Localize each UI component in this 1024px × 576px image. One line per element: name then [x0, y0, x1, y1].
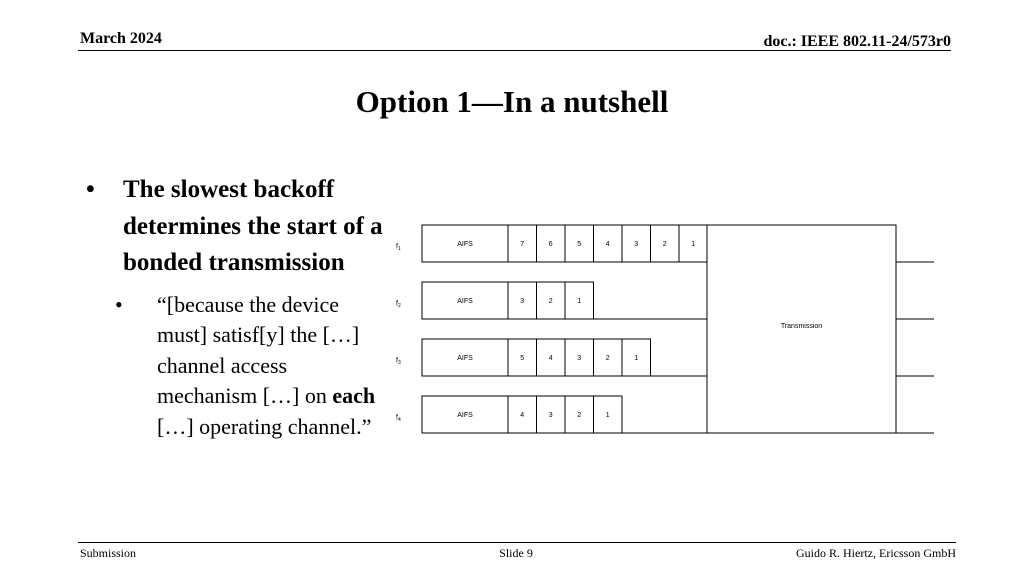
backoff-slot-number: 2 [577, 412, 581, 419]
backoff-slot-number: 2 [606, 355, 610, 362]
backoff-slot-number: 6 [549, 241, 553, 248]
quote-text-before: “[because the device must] satisf[y] the… [157, 291, 360, 409]
bullet-quote: • “[because the device must] satisf[y] t… [80, 290, 390, 443]
channel-label: f3 [396, 358, 401, 367]
backoff-slot [507, 338, 537, 377]
header-doc-id: doc.: IEEE 802.11-24/573r0 [763, 33, 951, 50]
bullet-main-text: The slowest backoff determines the start… [123, 176, 383, 276]
transmission-box [706, 224, 897, 434]
aifs-box [421, 281, 509, 320]
footer-rule [78, 542, 956, 543]
backoff-slot [507, 224, 537, 263]
backoff-slot-number: 3 [549, 412, 553, 419]
backoff-slot-number: 1 [577, 298, 581, 305]
backoff-slot-number: 5 [520, 355, 524, 362]
backoff-slot [536, 395, 566, 434]
footer-slide-number: Slide 9 [499, 546, 533, 560]
backoff-slot [593, 338, 623, 377]
backoff-slot-number: 3 [577, 355, 581, 362]
aifs-label: AIFS [457, 412, 473, 419]
bullet-list: • The slowest backoff determines the sta… [80, 172, 390, 442]
backoff-slot-number: 5 [577, 241, 581, 248]
transmission-label: Transmission [781, 323, 822, 330]
header-rule [78, 50, 951, 51]
aifs-label: AIFS [457, 298, 473, 305]
header-date: March 2024 [80, 30, 162, 47]
backoff-slot-number: 4 [606, 241, 610, 248]
slide-title: Option 1—In a nutshell [355, 84, 669, 119]
backoff-slot [507, 281, 537, 320]
footer-submission: Submission [80, 546, 137, 560]
bullet-dot-icon: • [86, 176, 95, 203]
backoff-slot [593, 395, 623, 434]
aifs-label: AIFS [457, 355, 473, 362]
backoff-slot [564, 281, 594, 320]
backoff-slot-number: 1 [634, 355, 638, 362]
backoff-slot [536, 224, 566, 263]
backoff-slot [564, 338, 594, 377]
backoff-slot [536, 338, 566, 377]
bullet-main: • The slowest backoff determines the sta… [80, 172, 390, 282]
backoff-slot-number: 1 [691, 241, 695, 248]
backoff-slot-number: 4 [520, 412, 524, 419]
bullet-dot-icon: • [115, 291, 123, 317]
channel-label: f4 [396, 415, 401, 424]
backoff-slot-number: 2 [663, 241, 667, 248]
backoff-slot-number: 2 [549, 298, 553, 305]
backoff-slot-number: 7 [520, 241, 524, 248]
backoff-slot-number: 3 [520, 298, 524, 305]
channel-label: f1 [396, 244, 401, 253]
backoff-slot [564, 395, 594, 434]
aifs-label: AIFS [457, 241, 473, 248]
backoff-slot [621, 338, 651, 377]
backoff-slot-number: 3 [634, 241, 638, 248]
backoff-slot [536, 281, 566, 320]
backoff-slot-number: 4 [549, 355, 553, 362]
footer-author: Guido R. Hiertz, Ericsson GmbH [796, 546, 956, 560]
aifs-box [421, 395, 509, 434]
channel-label: f2 [396, 301, 401, 310]
aifs-box [421, 338, 509, 377]
quote-text-after: […] operating channel.” [157, 413, 372, 439]
backoff-slot-number: 1 [606, 412, 610, 419]
quote-text-bold: each [332, 383, 376, 409]
